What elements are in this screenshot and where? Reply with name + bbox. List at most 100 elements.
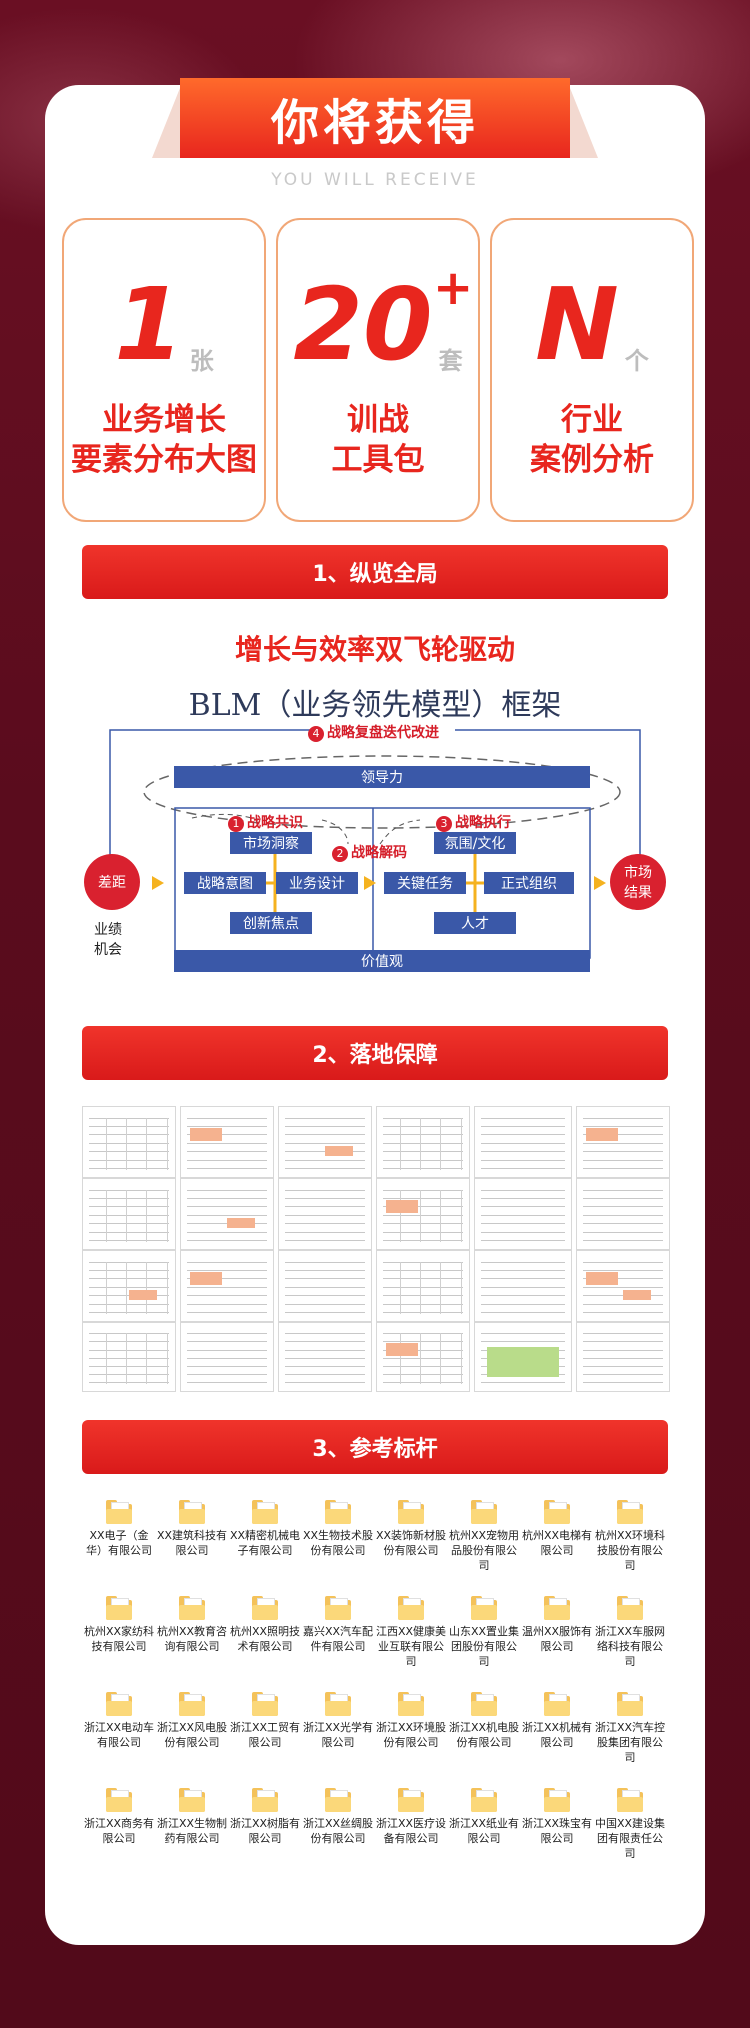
company-name: 浙江XX汽车控股集团有限公司 <box>594 1721 666 1764</box>
company-folder[interactable]: 浙江XX工贸有限公司 <box>229 1692 301 1750</box>
folder-icon <box>471 1788 497 1812</box>
folder-icon <box>252 1692 278 1716</box>
company-name: 杭州XX环境科技股份有限公司 <box>594 1529 666 1572</box>
company-folder[interactable]: XX电子（金华）有限公司 <box>83 1500 155 1558</box>
company-folder[interactable]: 浙江XX车服网络科技有限公司 <box>594 1596 666 1669</box>
company-folder[interactable]: 杭州XX家纺科技有限公司 <box>83 1596 155 1654</box>
company-folder[interactable]: 浙江XX生物制药有限公司 <box>156 1788 228 1846</box>
company-folder[interactable]: 江西XX健康美业互联有限公司 <box>375 1596 447 1669</box>
company-folder[interactable]: 浙江XX光学有限公司 <box>302 1692 374 1750</box>
company-folder[interactable]: 嘉兴XX汽车配件有限公司 <box>302 1596 374 1654</box>
market-result-label: 市场 结果 <box>624 865 652 901</box>
folder-icon <box>325 1596 351 1620</box>
toolkit-thumbnail <box>180 1178 274 1250</box>
toolkit-thumbnail <box>180 1106 274 1178</box>
company-folder[interactable]: 浙江XX丝绸股份有限公司 <box>302 1788 374 1846</box>
gap-label: 差距 <box>98 875 126 891</box>
company-name: 中国XX建设集团有限责任公司 <box>594 1817 666 1860</box>
step-number: 2 <box>332 846 348 862</box>
header-tab: 你将获得 <box>152 78 598 158</box>
folder-icon <box>252 1500 278 1524</box>
company-folder[interactable]: XX建筑科技有限公司 <box>156 1500 228 1558</box>
toolkit-thumbnail-grid <box>82 1106 670 1392</box>
company-name: XX电子（金华）有限公司 <box>86 1529 152 1557</box>
company-folder[interactable]: 中国XX建设集团有限责任公司 <box>594 1788 666 1861</box>
company-name: XX建筑科技有限公司 <box>156 1529 228 1557</box>
toolkit-thumbnail <box>474 1250 572 1322</box>
box-label: 正式组织 <box>501 876 557 892</box>
folder-icon <box>106 1692 132 1716</box>
values-bar: 价值观 <box>174 950 590 972</box>
company-folder[interactable]: 浙江XX珠宝有限公司 <box>521 1788 593 1846</box>
section-banner-text: 1、纵览全局 <box>312 562 438 587</box>
company-name: 浙江XX医疗设备有限公司 <box>375 1817 447 1845</box>
company-folder[interactable]: 浙江XX机械有限公司 <box>521 1692 593 1750</box>
company-name: 浙江XX机械有限公司 <box>521 1721 593 1749</box>
company-folder[interactable]: 杭州XX教育咨询有限公司 <box>156 1596 228 1654</box>
toolkit-thumbnail <box>376 1322 470 1392</box>
folder-icon <box>544 1596 570 1620</box>
toolkit-thumbnail <box>82 1250 176 1322</box>
company-folder[interactable]: 浙江XX机电股份有限公司 <box>448 1692 520 1750</box>
company-name: 浙江XX环境股份有限公司 <box>375 1721 447 1749</box>
company-folder[interactable]: 杭州XX照明技术有限公司 <box>229 1596 301 1654</box>
folder-icon <box>179 1596 205 1620</box>
stat-label: 行业 案例分析 <box>492 400 692 480</box>
company-folder[interactable]: XX精密机械电子有限公司 <box>229 1500 301 1558</box>
folder-icon <box>398 1596 424 1620</box>
company-folder[interactable]: 温州XX服饰有限公司 <box>521 1596 593 1654</box>
company-folder[interactable]: 浙江XX风电股份有限公司 <box>156 1692 228 1750</box>
box-label: 战略意图 <box>197 876 253 892</box>
box-label: 人才 <box>461 916 489 932</box>
step-number: 1 <box>228 816 244 832</box>
company-name: 杭州XX教育咨询有限公司 <box>156 1625 228 1653</box>
box-label: 业务设计 <box>289 876 345 892</box>
folder-icon <box>398 1692 424 1716</box>
company-folder[interactable]: 浙江XX商务有限公司 <box>83 1788 155 1846</box>
company-folder[interactable]: 杭州XX电梯有限公司 <box>521 1500 593 1558</box>
tab-wing-left <box>152 88 180 158</box>
company-name: 浙江XX电动车有限公司 <box>83 1721 155 1749</box>
company-name: 杭州XX家纺科技有限公司 <box>83 1625 155 1653</box>
company-folder[interactable]: 杭州XX宠物用品股份有限公司 <box>448 1500 520 1573</box>
box-culture: 氛围/文化 <box>434 832 516 854</box>
toolkit-thumbnail <box>376 1106 470 1178</box>
company-name: XX装饰新材股份有限公司 <box>375 1529 447 1557</box>
company-folder[interactable]: 山东XX置业集团股份有限公司 <box>448 1596 520 1669</box>
box-innovation-focus: 创新焦点 <box>230 912 312 934</box>
company-folder[interactable]: 浙江XX汽车控股集团有限公司 <box>594 1692 666 1765</box>
company-folder[interactable]: XX装饰新材股份有限公司 <box>375 1500 447 1558</box>
company-name: 山东XX置业集团股份有限公司 <box>448 1625 520 1668</box>
stat-label-text: 训战 工具包 <box>331 402 425 478</box>
folder-icon <box>617 1596 643 1620</box>
market-result-circle: 市场 结果 <box>610 854 666 910</box>
company-folder[interactable]: 杭州XX环境科技股份有限公司 <box>594 1500 666 1573</box>
folder-icon <box>179 1500 205 1524</box>
company-name: 浙江XX风电股份有限公司 <box>156 1721 228 1749</box>
company-folder[interactable]: XX生物技术股份有限公司 <box>302 1500 374 1558</box>
box-talent: 人才 <box>434 912 516 934</box>
step-number: 4 <box>308 726 324 742</box>
toolkit-thumbnail <box>376 1178 470 1250</box>
toolkit-thumbnail <box>180 1250 274 1322</box>
company-folder[interactable]: 浙江XX医疗设备有限公司 <box>375 1788 447 1846</box>
toolkit-thumbnail <box>180 1322 274 1392</box>
stat-number: 1 <box>114 266 184 383</box>
company-folder[interactable]: 浙江XX电动车有限公司 <box>83 1692 155 1750</box>
toolkit-thumbnail <box>576 1106 670 1178</box>
folder-icon <box>325 1500 351 1524</box>
company-folder[interactable]: 浙江XX纸业有限公司 <box>448 1788 520 1846</box>
stat-unit: 个 <box>624 347 649 375</box>
company-folder[interactable]: 浙江XX环境股份有限公司 <box>375 1692 447 1750</box>
company-name: 浙江XX珠宝有限公司 <box>521 1817 593 1845</box>
stat-unit: 张 <box>189 347 214 375</box>
folder-icon <box>179 1692 205 1716</box>
folder-icon <box>471 1596 497 1620</box>
company-folder[interactable]: 浙江XX树脂有限公司 <box>229 1788 301 1846</box>
company-name: 浙江XX树脂有限公司 <box>229 1817 301 1845</box>
folder-icon <box>398 1500 424 1524</box>
